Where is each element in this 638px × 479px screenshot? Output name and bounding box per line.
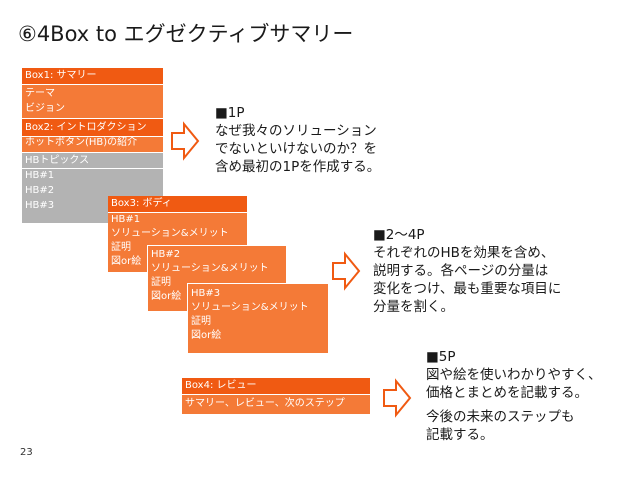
hb-topic: HB#1 xyxy=(25,170,55,181)
hb-topics-header: HBトピックス xyxy=(22,152,163,169)
note-line: それぞれのHBを効果を含め、 xyxy=(373,245,555,261)
note-line: 説明する。各ページの分量は xyxy=(373,263,549,279)
panel-line: ソリューション&メリット xyxy=(111,228,229,239)
box2-header: Box2: イントロダクション xyxy=(22,118,163,137)
box1-panel: Box1: サマリー テーマ ビジョン Box2: イントロダクション ホットボ… xyxy=(22,68,163,223)
note-future-steps: 今後の未来のステップも 記載する。 xyxy=(426,408,575,444)
hb-topic: HB#2 xyxy=(25,185,55,196)
note-line: 記載する。 xyxy=(426,427,494,443)
box4-item: サマリー、レビュー、次のステップ xyxy=(185,398,345,409)
arrow-right-icon xyxy=(383,378,412,418)
note-line: 今後の未来のステップも xyxy=(426,409,575,425)
box1-item: テーマ xyxy=(25,87,55,99)
box4-panel: Box4: レビュー サマリー、レビュー、次のステップ xyxy=(182,378,370,414)
page-number: 23 xyxy=(20,447,33,458)
panel-line: 証明 xyxy=(151,277,171,288)
panel-line: 図or絵 xyxy=(111,256,142,267)
box1-item: ビジョン xyxy=(25,102,65,114)
box2-item: ホットボタン(HB)の紹介 xyxy=(25,137,138,148)
note-line: 変化をつけ、最も重要な項目に xyxy=(373,281,562,297)
note-line: 含め最初の1Pを作成する。 xyxy=(215,159,381,175)
hb-topics-list: HB#1 HB#2 HB#3 xyxy=(22,168,163,223)
note-page5: ■5P 図や絵を使いわかりやすく、 価格とまとめを記載する。 xyxy=(426,348,602,402)
box1-header: Box1: サマリー xyxy=(22,68,163,85)
panel-line: 図or絵 xyxy=(151,291,182,302)
panel-title: HB#2 xyxy=(151,249,181,260)
page-title: ⑥4Box to エグゼクティブサマリー xyxy=(18,22,354,46)
panel-line: ソリューション&メリット xyxy=(151,263,269,274)
note-line: ■5P xyxy=(426,349,456,365)
box3-header: Box3: ボディ xyxy=(108,196,247,213)
box4-header: Box4: レビュー xyxy=(182,378,370,395)
note-line: 図や絵を使いわかりやすく、 xyxy=(426,367,602,383)
arrow-right-icon xyxy=(171,121,200,161)
panel-title: HB#3 xyxy=(191,288,221,299)
note-line: でないといけないのか？を xyxy=(215,141,377,157)
panel-line: 証明 xyxy=(111,242,131,253)
panel-line: 図or絵 xyxy=(191,330,222,341)
note-pages-2-4: ■2～4P それぞれのHBを効果を含め、 説明する。各ページの分量は 変化をつけ… xyxy=(373,226,561,316)
hb-topic: HB#3 xyxy=(25,200,55,211)
note-line: 分量を割く。 xyxy=(373,299,454,315)
box3-panel-3: HB#3 ソリューション&メリット 証明 図or絵 xyxy=(187,283,328,353)
note-line: なぜ我々のソリューション xyxy=(215,123,377,139)
panel-line: ソリューション&メリット xyxy=(191,302,309,313)
note-line: ■1P xyxy=(215,105,245,121)
note-line: ■2～4P xyxy=(373,227,425,243)
panel-line: 証明 xyxy=(191,316,211,327)
note-page1: ■1P なぜ我々のソリューション でないといけないのか？を 含め最初の1Pを作成… xyxy=(215,104,380,176)
note-line: 価格とまとめを記載する。 xyxy=(426,385,588,401)
arrow-right-icon xyxy=(332,251,361,291)
panel-title: HB#1 xyxy=(111,214,141,225)
